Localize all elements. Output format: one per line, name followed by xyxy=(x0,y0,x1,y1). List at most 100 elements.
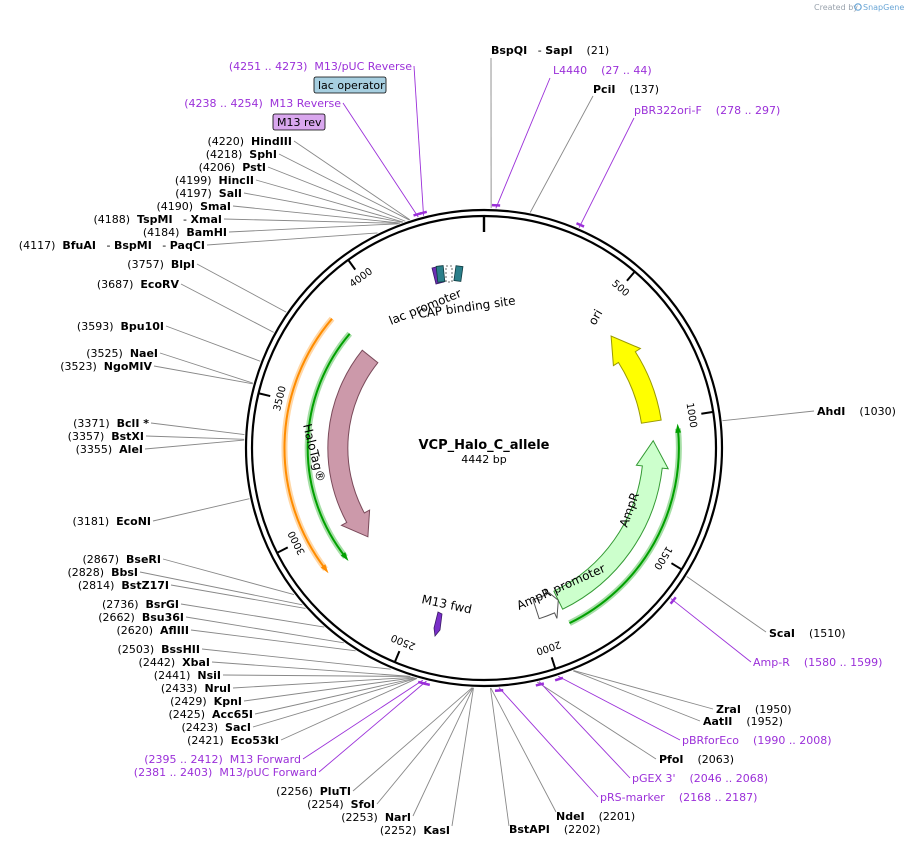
tick-mark-4000 xyxy=(347,259,357,271)
spacer xyxy=(224,734,231,747)
leader-prs-marker xyxy=(498,687,599,798)
site-label-bfuai: (4117) BfuAI - BspMI - PaqCI xyxy=(19,239,205,252)
enzyme-name: HindIII xyxy=(251,135,292,148)
leader-ahdi xyxy=(722,410,815,422)
enzyme-position: (1510) xyxy=(809,627,846,640)
leader-ndei xyxy=(490,687,557,813)
spacer xyxy=(416,824,423,837)
feature-halotag xyxy=(327,349,379,538)
enzyme-name: BbsI xyxy=(111,566,138,579)
enzyme-position: (3357) xyxy=(68,430,105,443)
m13-rev-box: M13 rev xyxy=(272,113,326,131)
enzyme-name: TspMI xyxy=(137,213,173,226)
enzyme-position: (2828) xyxy=(68,566,105,579)
leader-m13-forward xyxy=(302,679,424,760)
site-label-sfoi: (2254) SfoI xyxy=(307,798,375,811)
enzyme-name: PciI xyxy=(593,83,615,96)
leader-lines xyxy=(139,57,815,827)
spacer xyxy=(344,798,351,811)
primer-name: L4440 xyxy=(553,64,587,77)
primer-name: pRS-marker xyxy=(600,791,665,804)
leader-pluti xyxy=(352,687,473,792)
enzyme-name: NarI xyxy=(385,811,411,824)
leader-m13-puc-forward xyxy=(318,680,427,773)
site-label-bamhi: (4184) BamHI xyxy=(143,226,227,239)
site-label-prs-marker: pRS-marker (2168 .. 2187) xyxy=(600,791,757,804)
enzyme-name: SfoI xyxy=(351,798,375,811)
enzyme-position: (4190) xyxy=(157,200,194,213)
site-label-bcli: (3371) BclI * xyxy=(73,417,149,430)
primer-position: (2046 .. 2068) xyxy=(690,772,769,785)
enzyme-name: XbaI xyxy=(182,656,210,669)
enzyme-name: BsrGI xyxy=(146,598,179,611)
enzyme-name: BstXI xyxy=(111,430,144,443)
enzyme-name: BstZ17I xyxy=(121,579,169,592)
enzyme-position: (3525) xyxy=(86,347,123,360)
spacer xyxy=(109,515,116,528)
enzyme-position: (2441) xyxy=(154,669,191,682)
leader-aatii xyxy=(572,670,701,722)
site-label-bsrgi: (2736) BsrGI xyxy=(102,598,179,611)
leader-bsrgi xyxy=(180,603,325,628)
primer-name: M13/pUC Reverse xyxy=(314,60,412,73)
leader-pgex-3 xyxy=(538,681,631,779)
leader-bpu10i xyxy=(165,325,261,362)
separator: - xyxy=(173,213,191,226)
site-label-aatii: AatII (1952) xyxy=(703,715,783,728)
enzyme-extra-name: SapI xyxy=(545,44,572,57)
leader-amp-r xyxy=(670,598,752,663)
orf-arrowhead-0 xyxy=(675,423,682,433)
snapgene-brand-text: SnapGene xyxy=(863,3,904,12)
leader-bsu36i xyxy=(185,616,344,644)
orf-arrowhead-1 xyxy=(340,552,349,562)
enzyme-name: AhdI xyxy=(817,405,845,418)
enzyme-position: (2253) xyxy=(341,811,378,824)
primer-mark-pbr322ori-f xyxy=(575,222,585,228)
enzyme-name: Bsu36I xyxy=(142,611,184,624)
spacer xyxy=(676,772,690,785)
spacer xyxy=(235,161,242,174)
enzyme-name: BstAPI xyxy=(509,823,550,836)
leader-bsshii xyxy=(201,648,391,670)
separator: - xyxy=(96,239,114,252)
primer-mark-pbrforeco xyxy=(554,676,564,682)
spacer xyxy=(242,148,249,161)
primer-position: (278 .. 297) xyxy=(716,104,781,117)
spacer xyxy=(135,611,142,624)
leader-ngomiv xyxy=(153,365,253,385)
site-label-ngomiv: (3523) NgoMIV xyxy=(60,360,152,373)
spacer xyxy=(114,320,121,333)
spacer xyxy=(104,430,111,443)
enzyme-extra-name: BspMI xyxy=(114,239,152,252)
spacer xyxy=(573,44,587,57)
cap-site-mark xyxy=(445,265,453,283)
enzyme-position: (4199) xyxy=(175,174,212,187)
enzyme-position: (1952) xyxy=(746,715,783,728)
spacer xyxy=(211,174,218,187)
spacer xyxy=(190,669,197,682)
spacer xyxy=(790,656,804,669)
leader-econi xyxy=(152,498,250,522)
enzyme-name: PfoI xyxy=(659,753,684,766)
enzyme-name: Acc65I xyxy=(212,708,253,721)
site-label-hindiii: (4220) HindIII xyxy=(207,135,292,148)
enzyme-position: (2256) xyxy=(276,785,313,798)
lac-promoter-mark xyxy=(435,265,446,283)
tick-label-2500: 2500 xyxy=(390,631,418,651)
enzyme-name: PluTI xyxy=(320,785,351,798)
feature-ampr-promoter xyxy=(532,588,559,620)
tick-label-2000: 2000 xyxy=(535,638,563,656)
site-label-ndei: NdeI (2201) xyxy=(556,810,635,823)
m13-fwd-label: M13 fwd xyxy=(420,592,473,616)
leader-nrui xyxy=(232,676,414,689)
leader-tspmi xyxy=(223,218,400,224)
spacer xyxy=(179,226,186,239)
primer-position: (4238 .. 4254) xyxy=(184,97,263,110)
site-label-acc65i: (2425) Acc65I xyxy=(168,708,253,721)
feature-arrows xyxy=(327,335,670,620)
lac-elements xyxy=(431,265,464,285)
enzyme-position: (2433) xyxy=(161,682,198,695)
site-label-bpu10i: (3593) Bpu10I xyxy=(77,320,164,333)
site-label-m13-reverse: (4238 .. 4254) M13 Reverse xyxy=(184,97,341,110)
spacer xyxy=(615,83,629,96)
